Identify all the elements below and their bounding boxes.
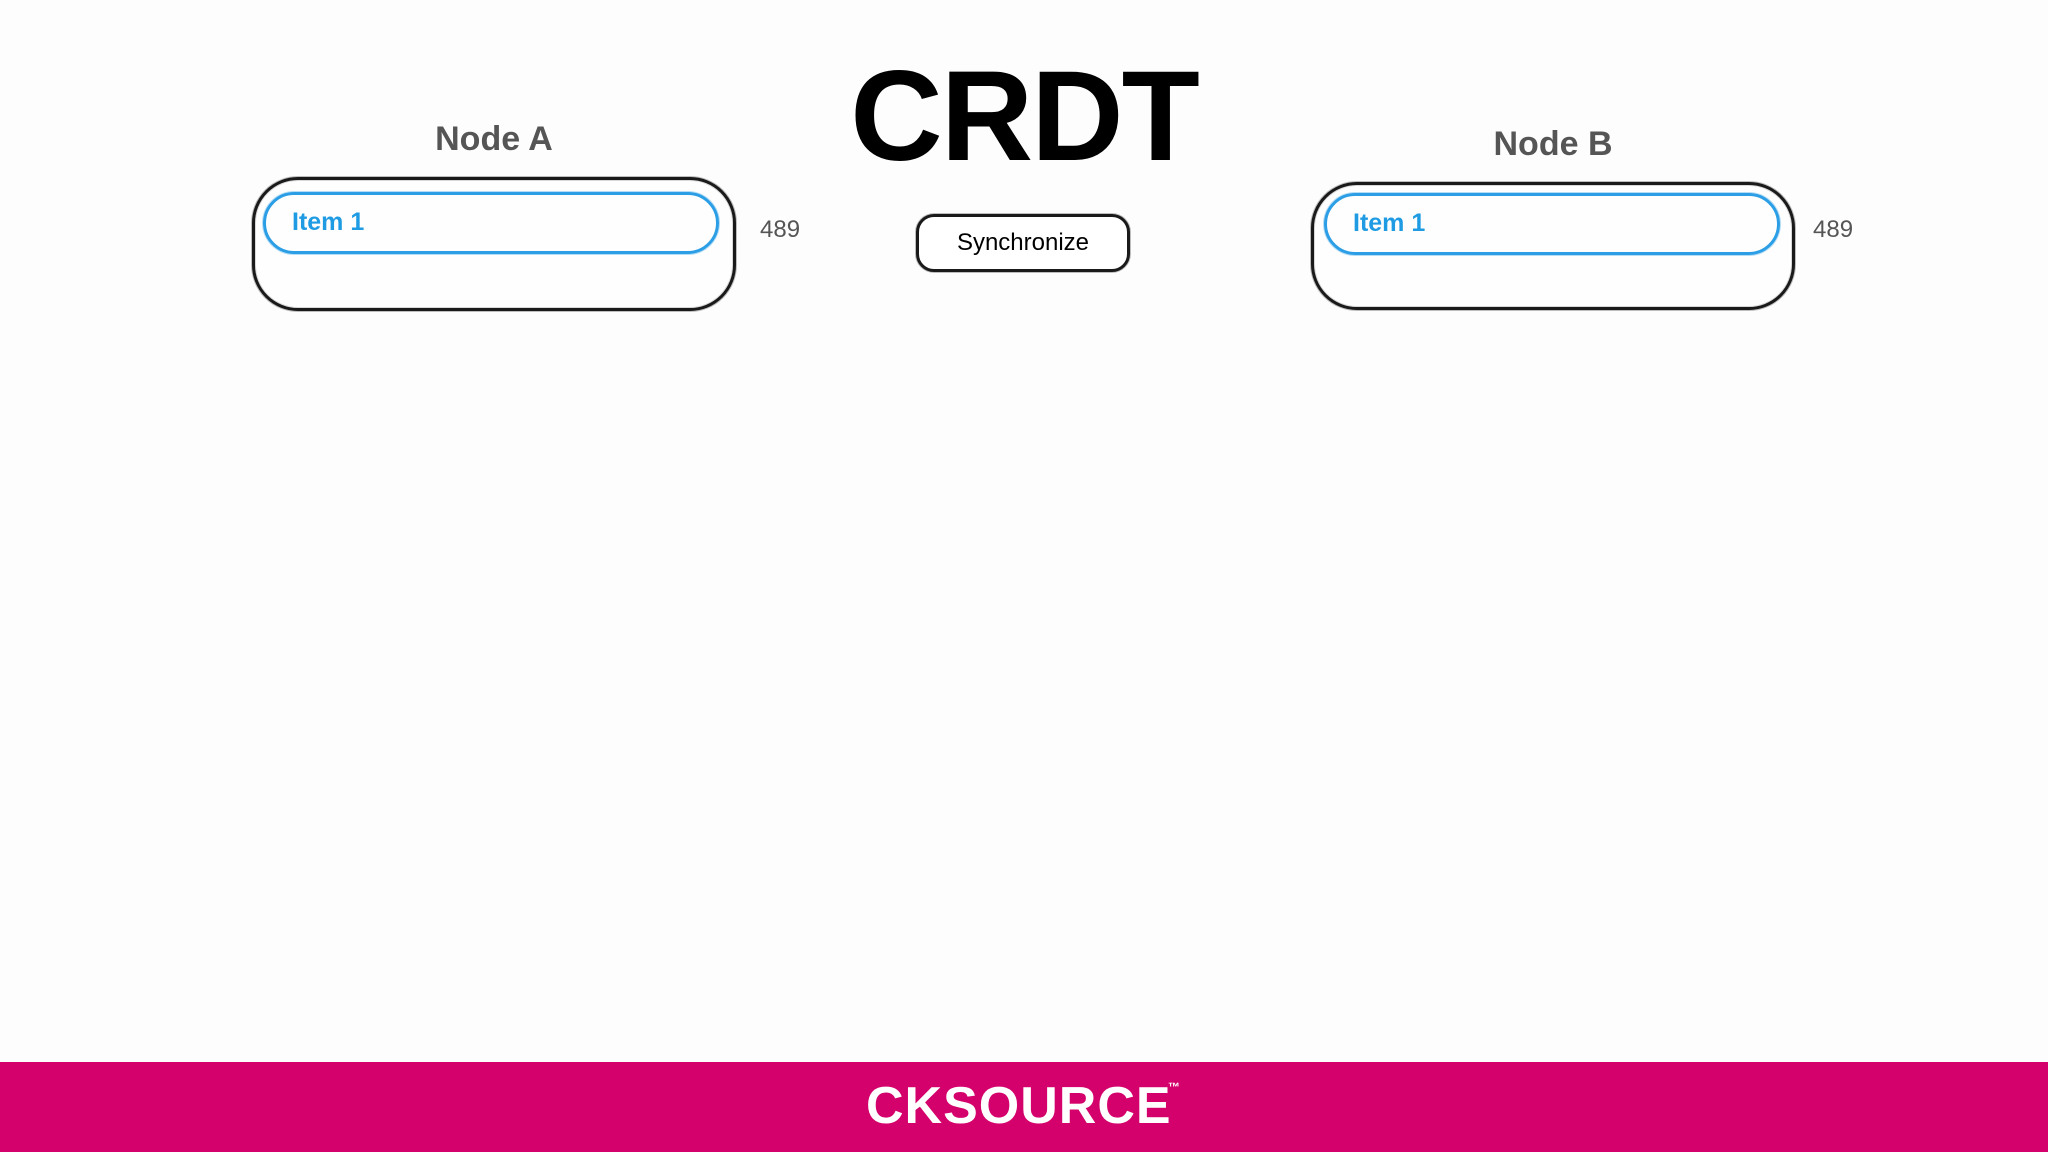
node-b-label: Node B: [1493, 125, 1613, 163]
node-a-counter: 489: [760, 216, 801, 243]
node-a-list: Item 1: [252, 177, 736, 311]
page-title: CRDT: [850, 45, 1200, 188]
node-b-list: Item 1: [1311, 182, 1795, 310]
node-b-counter: 489: [1813, 216, 1854, 243]
cksource-logo: CKSOURCE: [866, 1077, 1172, 1135]
node-a-label: Node A: [435, 120, 553, 158]
footer-bar: CKSOURCE ™: [0, 1062, 2048, 1152]
trademark-mark: ™: [1168, 1080, 1180, 1094]
node-b-item[interactable]: Item 1: [1324, 193, 1780, 255]
node-a-item[interactable]: Item 1: [263, 192, 719, 254]
synchronize-button[interactable]: Synchronize: [916, 214, 1130, 272]
node-a-item-label: Item 1: [292, 208, 365, 236]
node-b-item-label: Item 1: [1353, 209, 1426, 237]
